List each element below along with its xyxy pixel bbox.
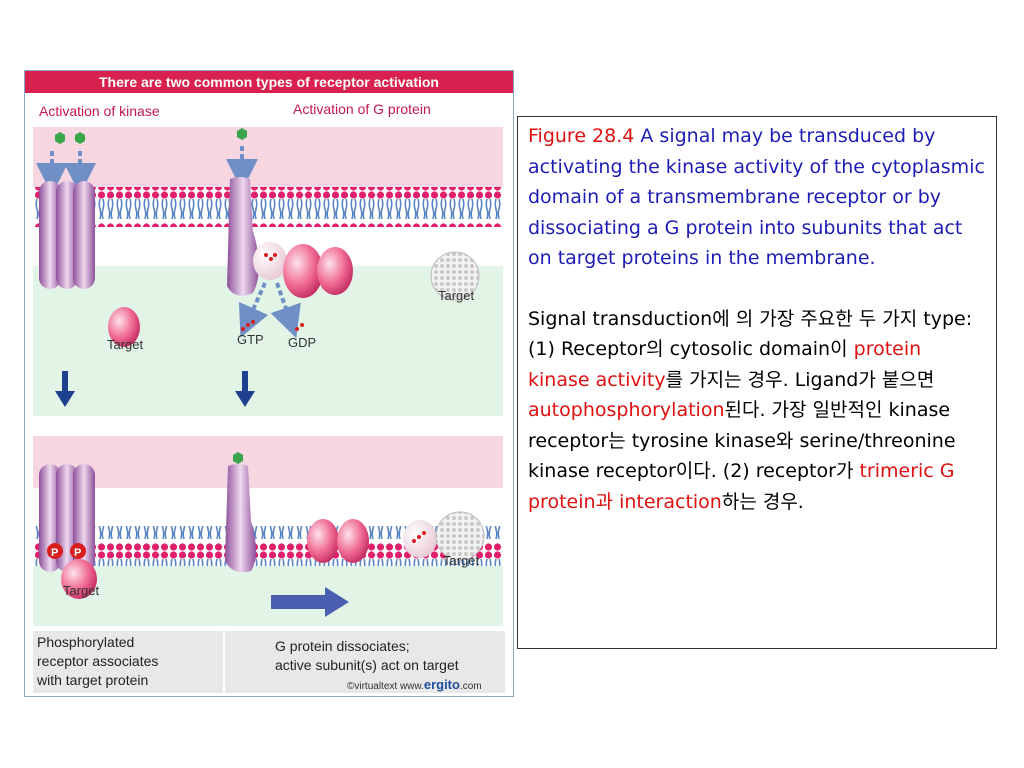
down-arrow-icon [235,371,255,407]
explanation-segment: 가 [835,460,860,482]
gtp-gdp-exchange-icon [238,253,304,339]
explanation-segment: 이 [830,338,854,360]
dissociated-subunits-icon [307,519,437,563]
target-label: Target [438,288,475,303]
explanation-segment: tyrosine kinase [631,429,776,452]
explanation-segment: kinase receptor [528,399,951,452]
top-panel-backgrounds [33,127,503,416]
explanation-segment: 된다. 가장 일반적인 [724,399,889,421]
ligand-icon [233,452,243,464]
ligand-icon-top-left [55,132,85,144]
explanation-segment: interaction [619,490,722,513]
explanation-segment: serine/threonine kinase receptor [528,429,956,483]
target-label: Target [443,553,480,568]
explanation-segment: type: (1) Receptor [528,307,973,361]
g-protein-receptor-icon [227,177,259,296]
explanation-segment: 이다. (2) [675,460,756,482]
phosphate-icon: P P [47,543,86,559]
explanation-segment: Signal transduction [528,307,713,330]
explanation-segment: Ligand [794,368,859,391]
caption-text-box: Figure 28.4 A signal may be transduced b… [517,116,997,649]
target-label: Target [107,337,144,352]
target-effector-icon [430,251,480,301]
explanation-segment: receptor [755,460,836,482]
explanation-segment: protein kinase activity [528,338,922,391]
credit-line: ©virtualtext www.ergito.com [347,677,482,692]
explanation-segment: cytosolic domain [669,338,831,360]
kinase-receptor-icon [39,181,95,289]
explanation-segment: 와 [775,429,800,452]
target-effector-icon [435,511,485,561]
diagram-canvas: Target Target GTP GDP [33,127,505,693]
top-membrane [33,187,503,227]
gdp-label: GDP [288,335,316,350]
g-protein-subunits-icon [253,242,353,298]
explanation-segment: 를 가지는 경우. [665,368,795,391]
target-label: Target [63,583,100,598]
figure-number: Figure 28.4 [528,125,635,147]
explanation-segment: trimeric G protein [528,460,955,513]
g-protein-panel-heading: Activation of G protein [293,101,431,117]
svg-text:P: P [74,547,81,559]
g-protein-receptor-icon [225,464,256,573]
korean-explanation: Signal transduction에 의 가장 주요한 두 가지 type:… [528,304,986,518]
gtp-label: GTP [237,332,264,347]
figure-caption: Figure 28.4 A signal may be transduced b… [528,121,986,274]
kinase-caption: Phosphorylated receptor associates with … [37,634,159,688]
explanation-segment: 가 붙으면 [858,368,935,391]
figure-caption-text: A signal may be transduced by activating… [528,125,985,269]
phosphorylated-receptor-icon [39,464,95,572]
target-protein-icon [61,559,97,599]
explanation-segment: 의 [646,338,670,360]
bottom-panel-backgrounds [33,436,505,693]
explanation-segment: autophosphorylation [528,399,725,421]
svg-text:P: P [51,547,58,559]
target-protein-icon [108,307,140,347]
receptor-activation-figure: There are two common types of receptor a… [24,70,514,697]
ligand-icon [237,128,247,140]
right-arrow-icon [271,587,349,617]
down-arrow-icon [55,371,75,407]
explanation-segment: 는 [608,429,632,452]
kinase-panel-heading: Activation of kinase [39,103,160,119]
figure-title: There are two common types of receptor a… [25,71,513,93]
explanation-segment: 과 [595,490,620,513]
g-protein-caption: G protein dissociates; active subunit(s)… [275,638,459,673]
explanation-segment: 에 의 가장 주요한 두 가지 [712,307,924,330]
explanation-segment: 하는 경우. [721,490,804,513]
